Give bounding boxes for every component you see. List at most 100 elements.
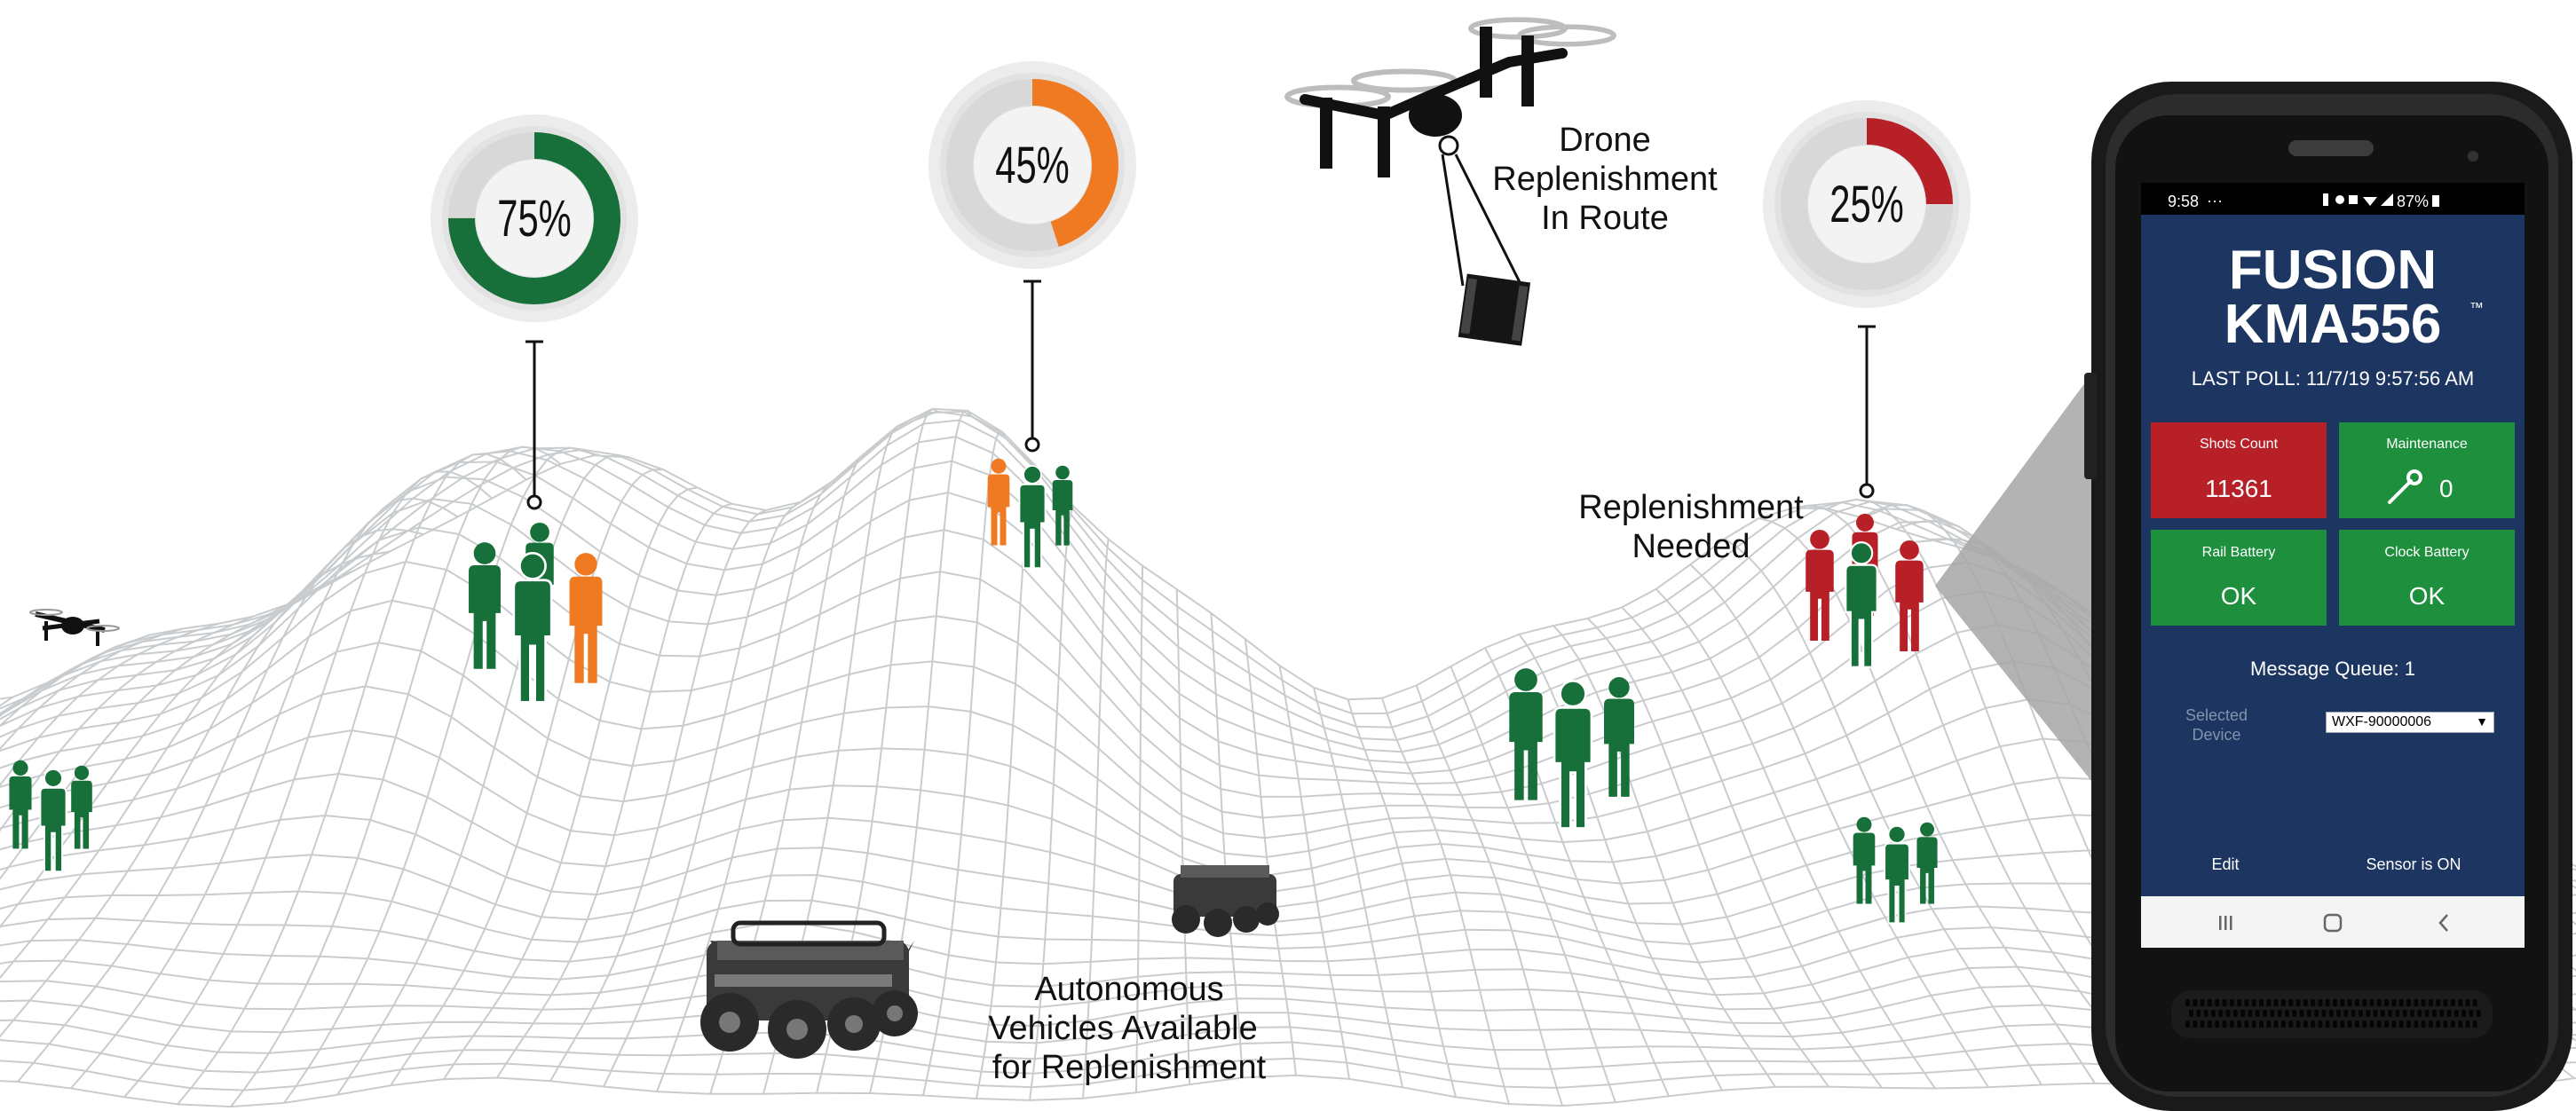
terrain-line [0, 615, 253, 832]
tile-shots-count[interactable]: Shots Count 11361 [2151, 422, 2327, 518]
grille-hole [2229, 1020, 2234, 1028]
replenishment-caption: Replenishment Needed [1578, 489, 1804, 565]
tile-rail-battery[interactable]: Rail Battery OK [2151, 530, 2327, 626]
terrain-line [1586, 618, 1829, 1088]
gauge-pin [1024, 437, 1040, 453]
tile-value: OK [2409, 582, 2446, 610]
terrain-line [1689, 563, 1989, 1088]
terrain-line [603, 500, 801, 1087]
svg-text:Replenishment: Replenishment [1578, 489, 1804, 526]
edit-button[interactable]: Edit [2211, 855, 2239, 873]
location-icon [2335, 195, 2344, 204]
status-time: 9:58 [2168, 193, 2199, 210]
chevron-down-icon: ▼ [2476, 714, 2488, 729]
grille-hole [2472, 999, 2477, 1006]
selected-device-label: Device [2192, 726, 2240, 744]
status-battery-text: 87% [2397, 193, 2429, 210]
terrain-line [922, 430, 1007, 1096]
device-select-value: WXF-90000006 [2332, 714, 2432, 729]
grille-hole [2436, 999, 2441, 1006]
svg-text:Drone: Drone [1559, 122, 1651, 159]
recent-apps-icon[interactable] [2219, 916, 2232, 930]
home-icon[interactable] [2323, 913, 2343, 933]
people-group-right-hill [1806, 513, 1924, 669]
terrain-line [1347, 698, 1457, 1098]
terrain-line [443, 486, 698, 1080]
grille-hole [2193, 1020, 2198, 1028]
terrain-line [283, 446, 596, 1104]
grille-hole [2398, 1020, 2404, 1028]
bluetooth-icon [2323, 193, 2328, 206]
grille-hole [2266, 1020, 2272, 1028]
terrain-line [656, 479, 835, 1092]
grille-hole [2218, 1010, 2224, 1017]
brand-tm: ™ [2469, 301, 2484, 316]
grille-hole [2406, 999, 2411, 1006]
terrain-line [70, 497, 459, 1090]
terrain-line [0, 663, 82, 716]
grille-hole [2454, 1010, 2459, 1017]
terrain-line [1313, 687, 1403, 1088]
grille-hole [2391, 1020, 2397, 1028]
status-bar [2141, 183, 2525, 215]
grille-hole [2237, 1020, 2242, 1028]
tile-maintenance[interactable]: Maintenance 0 [2339, 422, 2515, 518]
message-queue: Message Queue: 1 [2250, 658, 2415, 680]
grille-hole [2295, 999, 2301, 1006]
grille-hole [2222, 1020, 2227, 1028]
terrain-line [496, 502, 732, 1079]
gauge-45: 45% [928, 61, 1136, 269]
grille-hole [2369, 999, 2375, 1006]
gauge-pin [526, 494, 542, 510]
grille-hole [2240, 1010, 2246, 1017]
terrain-line [123, 470, 493, 1098]
grille-hole [2207, 999, 2212, 1006]
tile-value: 11361 [2205, 475, 2272, 502]
grille-hole [2366, 1010, 2371, 1017]
terrain-line [1450, 666, 1616, 1103]
grille-hole [2414, 999, 2419, 1006]
last-poll: LAST POLL: 11/7/19 9:57:56 AM [2192, 367, 2474, 390]
terrain-line [1792, 504, 2149, 1085]
grille-hole [2273, 999, 2279, 1006]
grille-hole [2244, 999, 2249, 1006]
grille-hole [2314, 1010, 2319, 1017]
terrain-line [1518, 634, 1723, 1091]
grille-hole [2395, 1010, 2400, 1017]
terrain-line [1553, 625, 1776, 1088]
grille-hole [2215, 1020, 2220, 1028]
grille-hole [2450, 999, 2455, 1006]
terrain-line [1082, 539, 1110, 1099]
grille-hole [2369, 1020, 2375, 1028]
gauge-75: 75% [431, 114, 638, 322]
grille-hole [2336, 1010, 2341, 1017]
grille-hole [2428, 999, 2433, 1006]
drone-icon [1287, 20, 1614, 287]
grille-hole [2354, 999, 2359, 1006]
grille-hole [2358, 1010, 2363, 1017]
grille-hole [2325, 1020, 2330, 1028]
tile-clock-battery[interactable]: Clock Battery OK [2339, 530, 2515, 626]
brand-line1: FUSION [2229, 240, 2437, 301]
grille-hole [2428, 1020, 2433, 1028]
grille-hole [2328, 1010, 2334, 1017]
grille-hole [2303, 1020, 2308, 1028]
grille-hole [2311, 1020, 2316, 1028]
terrain-line [1135, 565, 1144, 1093]
sensor-toggle[interactable]: Sensor is ON [2366, 855, 2461, 873]
grille-hole [2333, 1020, 2337, 1028]
grille-hole [2443, 1020, 2448, 1028]
grille-hole [2446, 1010, 2452, 1017]
people-group-left-hill [469, 522, 603, 705]
grille-hole [2232, 1010, 2238, 1017]
grille-hole [2465, 1020, 2470, 1028]
back-icon[interactable] [2438, 914, 2448, 932]
terrain-line [390, 469, 664, 1086]
phone-device: 9:58 ··· 87% FUSION KMA556 ™ LAST POLL: … [2084, 82, 2572, 1111]
grille-hole [2248, 1010, 2253, 1017]
grille-hole [2185, 999, 2190, 1006]
grille-hole [2340, 999, 2345, 1006]
grille-hole [2469, 1010, 2474, 1017]
terrain-line [1278, 665, 1350, 1080]
device-select[interactable]: WXF-90000006 ▼ [2326, 712, 2494, 733]
